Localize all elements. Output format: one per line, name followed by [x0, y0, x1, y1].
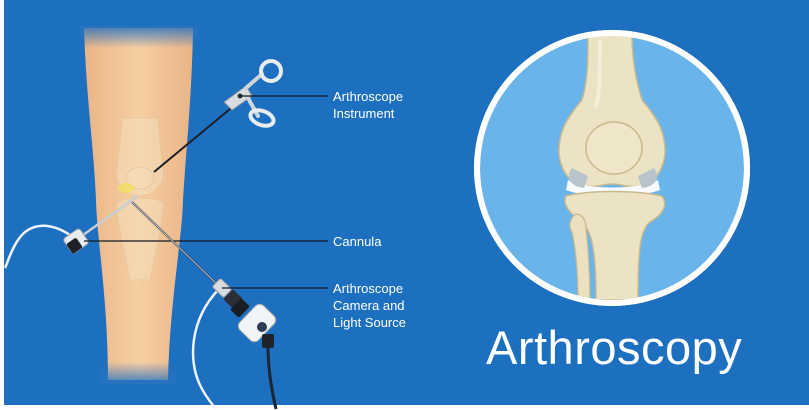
- page-title: Arthroscopy: [486, 320, 742, 376]
- camera-cable: [268, 346, 276, 409]
- camera-light-source-label: Arthroscope Camera and Light Source: [333, 280, 406, 331]
- left-cable: [5, 226, 70, 268]
- cannula-label: Cannula: [333, 233, 381, 250]
- camera-light-cable: [193, 290, 218, 409]
- arthroscope-instrument-label: Arthroscope Instrument: [333, 88, 403, 122]
- injury-highlight: [118, 183, 134, 193]
